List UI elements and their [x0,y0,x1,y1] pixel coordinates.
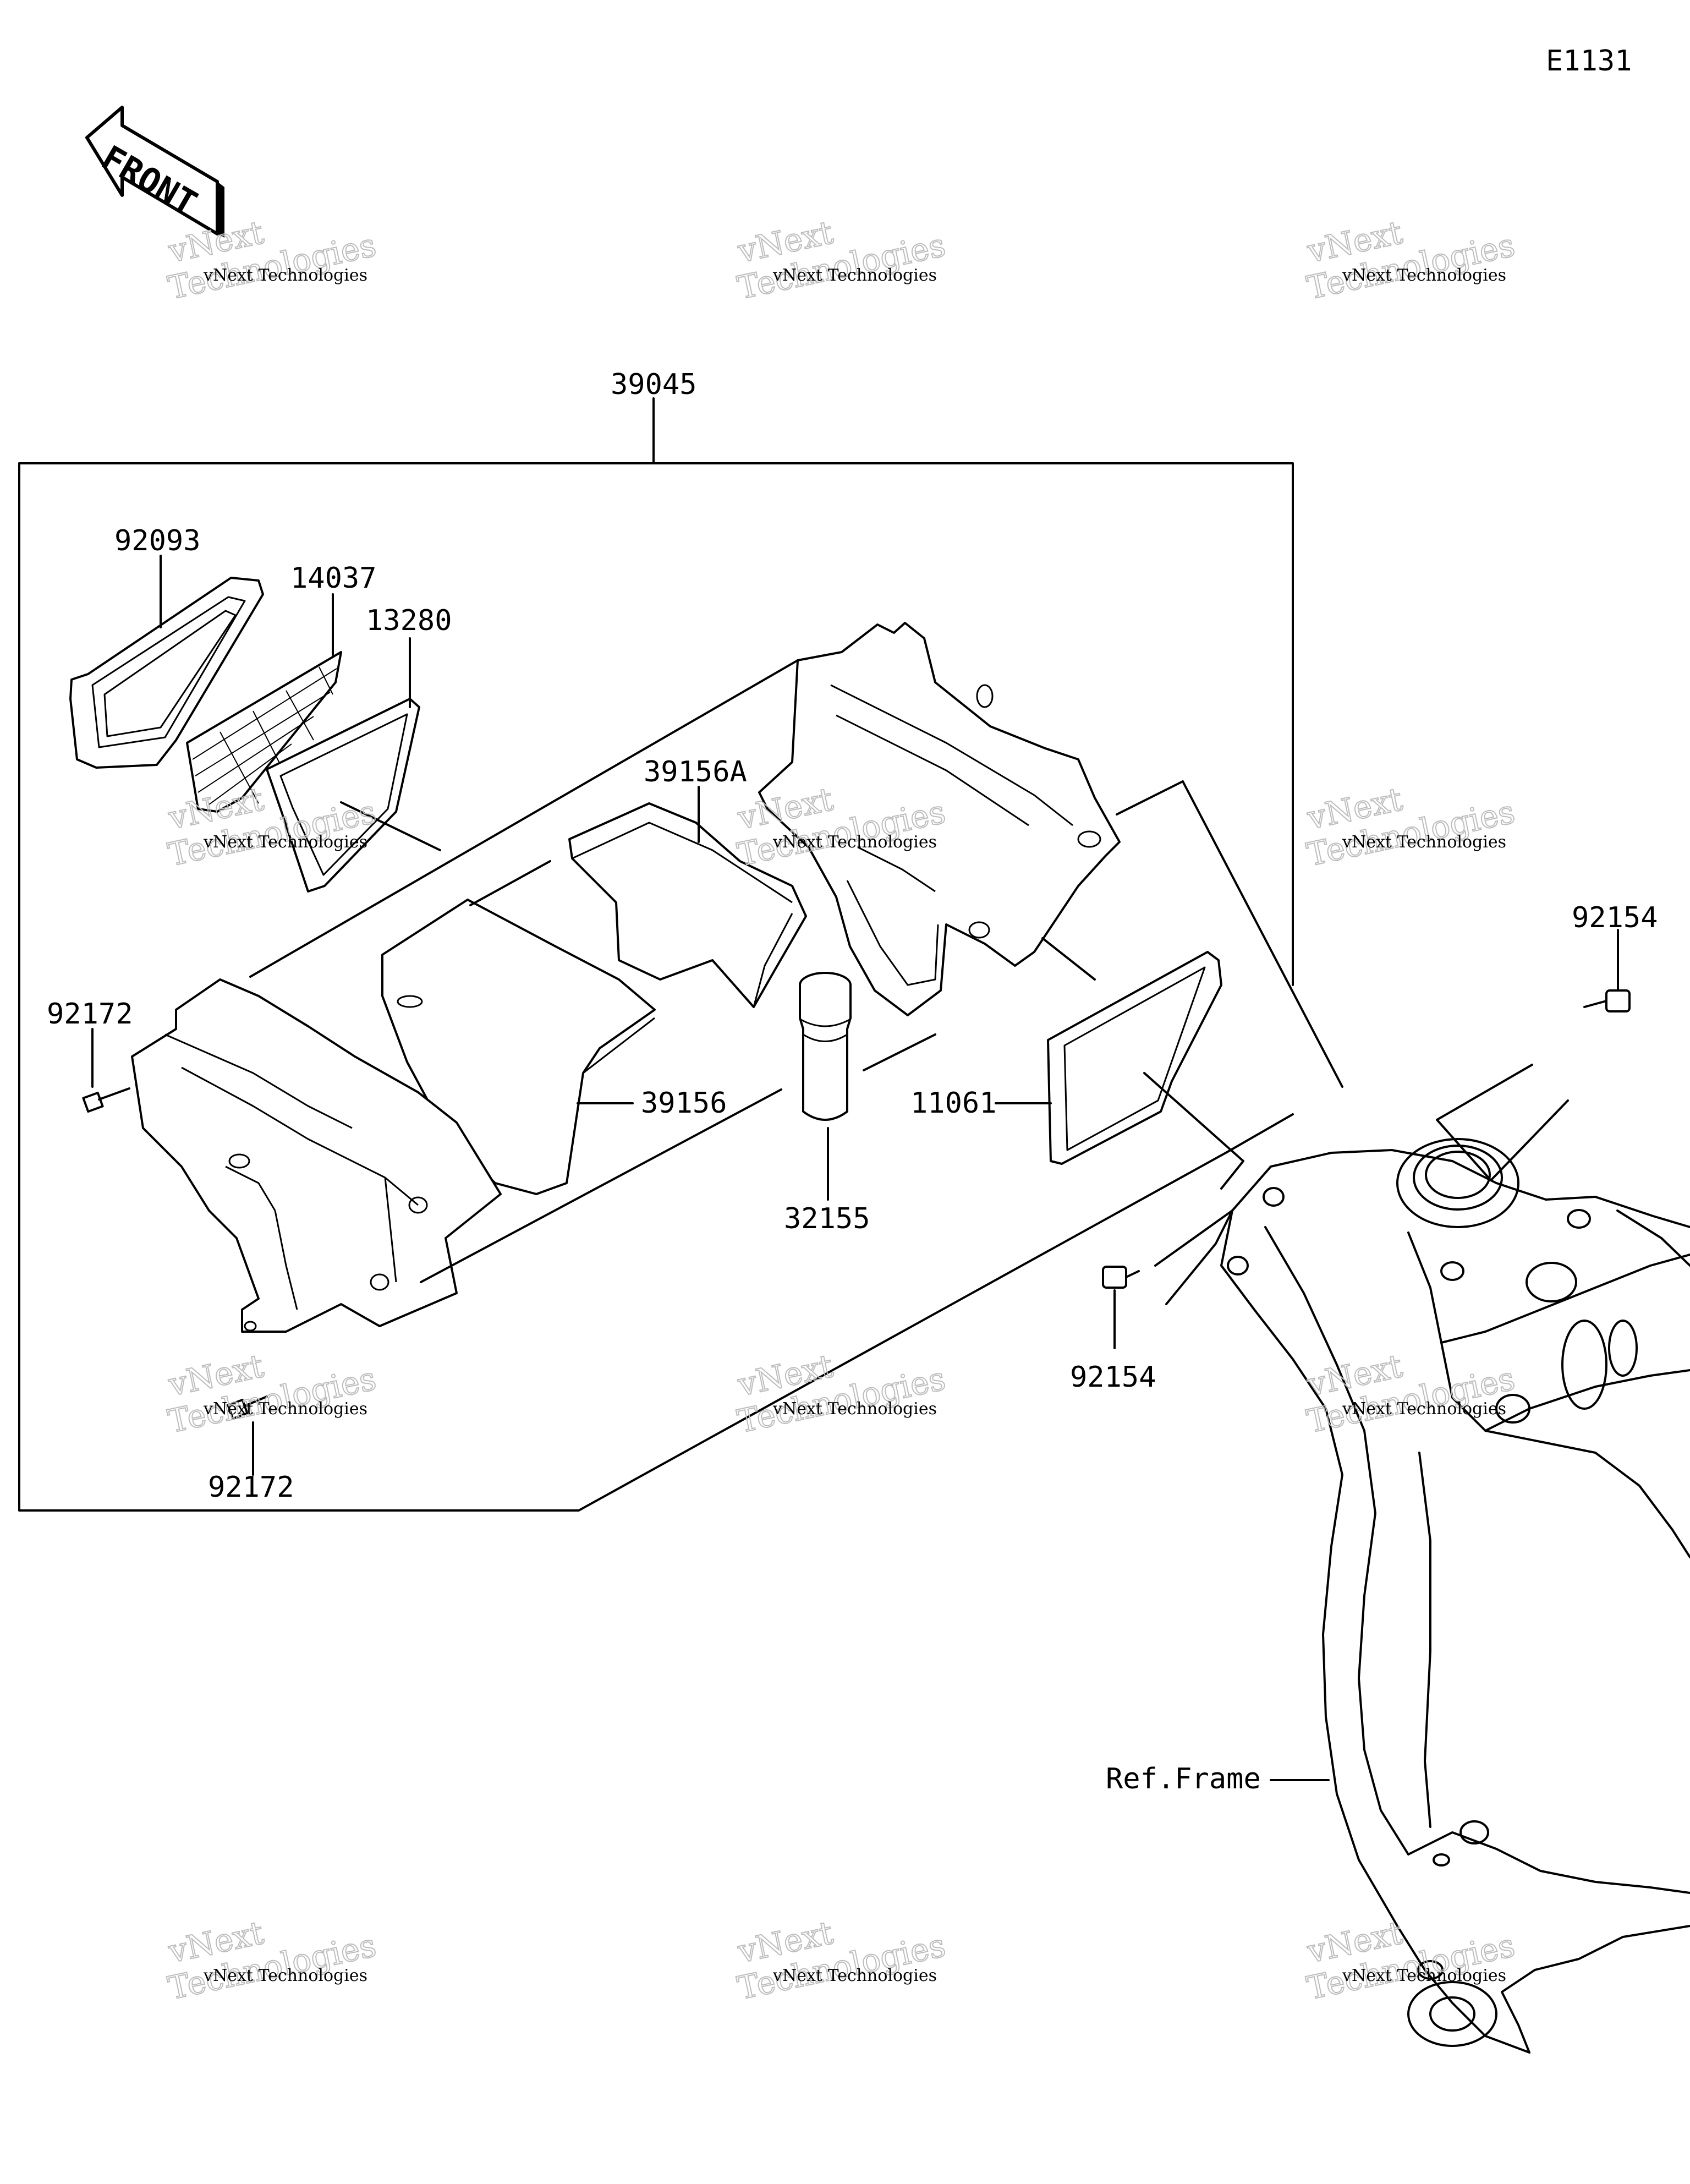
front-arrow-icon: FRONT [85,106,224,238]
gasket-13280-part [266,698,420,893]
bolt-92154-lower-part [1102,1266,1140,1289]
part-label-14037: 14037 [290,562,377,595]
diagram-code: E1131 [1546,45,1632,78]
gasket-11061-part [1047,951,1222,1165]
tube-32155-part [799,972,852,1121]
watermark-text: vNext Technologies [203,833,367,852]
duct-39156A-part [568,802,807,1008]
bolt-92172-top-part [82,1087,130,1113]
guide-92154-right [1436,1064,1569,1181]
assembly-guide-lines [249,659,1343,1283]
watermark-text: vNext Technologies [1342,833,1506,852]
part-label-13280: 13280 [366,604,452,637]
part-label-11061: 11061 [910,1087,997,1120]
part-label-92154-lower: 92154 [1070,1361,1156,1394]
guide-92154-lower [1154,1209,1233,1305]
watermark-text: vNext Technologies [772,266,937,285]
bolt-92172-bottom-part [227,1395,268,1420]
frame-reference-part [1220,1138,1690,2054]
part-label-39156: 39156 [641,1087,727,1120]
part-label-92172-top: 92172 [47,998,133,1031]
watermark-text: vNext Technologies [1342,1966,1506,1985]
watermark-text: vNext Technologies [1342,1399,1506,1419]
part-label-92093: 92093 [114,524,201,557]
part-label-39156A: 39156A [644,756,747,789]
part-label-92154-right: 92154 [1572,901,1658,934]
watermark-text: vNext Technologies [772,1399,937,1419]
watermark-text: vNext Technologies [203,266,367,285]
watermark-text: vNext Technologies [203,1399,367,1419]
watermark-text: vNext Technologies [1342,266,1506,285]
cover-92093-part [69,577,264,769]
watermark-text: vNext Technologies [772,1966,937,1985]
part-label-92172-bottom: 92172 [208,1471,294,1504]
part-label-32155: 32155 [784,1202,870,1235]
part-label-ref-frame: Ref.Frame [1106,1762,1261,1796]
mesh-14037-part [186,651,342,813]
part-label-39045: 39045 [611,368,697,401]
upper-housing-part [758,622,1121,1016]
watermark-text: vNext Technologies [203,1966,367,1985]
left-housing-part [131,978,502,1333]
leader-13280-b [340,801,441,851]
bolt-92154-right-part [1583,989,1631,1012]
watermark-text: vNext Technologies [772,833,937,852]
assembly-box [18,397,1294,1512]
